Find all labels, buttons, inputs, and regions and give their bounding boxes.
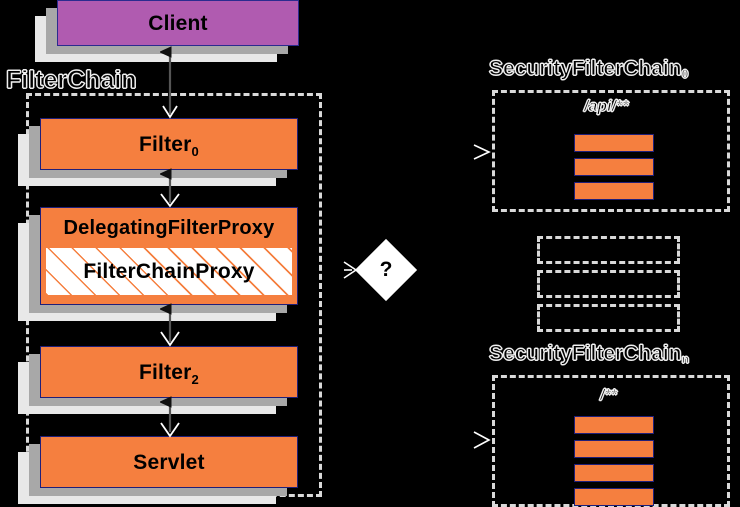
sfcn-subscript: n [681, 352, 690, 367]
filter-chain-proxy-inner[interactable]: FilterChainProxy [46, 248, 292, 295]
sfcn-title-text: SecurityFilterChain [489, 342, 683, 365]
sfc0-filter-bar-3[interactable] [574, 182, 654, 200]
security-filter-chain-0-container [492, 90, 730, 212]
omitted-chain-placeholder-2 [537, 270, 680, 298]
client-box[interactable]: Client [35, 0, 299, 62]
filterchain-label: FilterChain [6, 66, 138, 94]
decision-label: ? [379, 258, 393, 281]
filter0-face: Filter0 [40, 118, 298, 170]
sfc0-subscript: 0 [681, 67, 689, 82]
dfp-label: DelegatingFilterProxy [63, 217, 275, 239]
filter0-label-text: Filter [139, 132, 192, 156]
sfcn-filter-bar-3[interactable] [574, 464, 654, 482]
servlet-face: Servlet [40, 436, 298, 488]
security-filter-chain-n-label: SecurityFilterChainn [489, 342, 690, 367]
servlet-label: Servlet [133, 450, 205, 474]
omitted-chain-placeholder-3 [537, 304, 680, 332]
security-filter-chain-0-path: /api/** [583, 98, 629, 115]
client-face: Client [57, 0, 299, 46]
filter0-label: Filter0 [41, 132, 297, 158]
decision-diamond[interactable]: ? [354, 238, 418, 302]
filter-chain-proxy-label: FilterChainProxy [83, 260, 255, 283]
delegating-filter-proxy-box[interactable]: DelegatingFilterProxy FilterChainProxy [18, 207, 298, 321]
filter2-label-text: Filter [139, 360, 192, 384]
servlet-box[interactable]: Servlet [18, 436, 298, 504]
security-filter-chain-0-label: SecurityFilterChain0 [489, 57, 689, 82]
filter2-box[interactable]: Filter2 [18, 346, 298, 414]
connector-decision-to-sfcn [473, 431, 491, 449]
filter2-label: Filter2 [41, 360, 297, 386]
dfp-title-row: DelegatingFilterProxy [41, 208, 297, 248]
security-filter-chain-n-path: /** [600, 387, 618, 404]
sfc0-filter-bar-1[interactable] [574, 134, 654, 152]
dfp-face: DelegatingFilterProxy FilterChainProxy [40, 207, 298, 305]
sfcn-filter-bar-1[interactable] [574, 416, 654, 434]
sfc0-filter-bar-2[interactable] [574, 158, 654, 176]
sfcn-filter-bar-4[interactable] [574, 488, 654, 506]
client-label: Client [148, 11, 208, 35]
sfc0-title-text: SecurityFilterChain [489, 57, 683, 80]
filter0-label-subscript: 0 [191, 143, 199, 159]
omitted-chain-placeholder-1 [537, 236, 680, 264]
filter0-box[interactable]: Filter0 [18, 118, 298, 186]
connector-decision-to-sfc0 [473, 144, 491, 160]
filter2-face: Filter2 [40, 346, 298, 398]
filter2-label-subscript: 2 [191, 371, 199, 387]
sfcn-filter-bar-2[interactable] [574, 440, 654, 458]
